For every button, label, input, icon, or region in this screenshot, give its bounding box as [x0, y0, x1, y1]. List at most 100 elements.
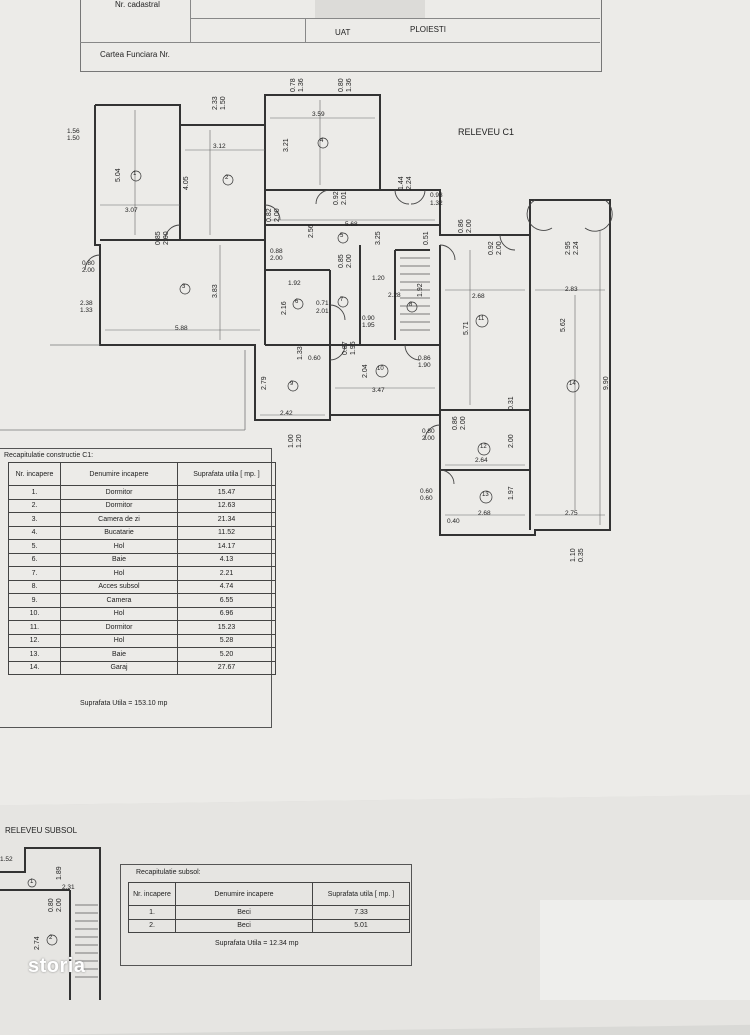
carte-funciara-label: Cartea Funciara Nr. — [100, 50, 170, 59]
dimension-lines — [100, 100, 605, 525]
subsol-dim-6: 2.74 — [34, 936, 41, 950]
recap-subsol-total: Suprafata Utila = 12.34 mp — [215, 940, 299, 947]
dim-r4-width: 3.59 — [312, 111, 325, 118]
dim-r6-width: 1.92 — [288, 280, 301, 287]
dim-d17: 0.80 — [422, 428, 435, 435]
subsol-header-suprafata: Suprafata utila [ mp. ] — [312, 882, 410, 906]
header-line-2 — [80, 42, 600, 43]
plan-c1-title: RELEVEU C1 — [458, 127, 515, 137]
header-frame — [80, 0, 602, 72]
dim-d5b: 2.00 — [270, 255, 283, 262]
recap-subsol-frame — [120, 864, 412, 966]
subsol-dim-2: 2.31 — [62, 884, 75, 891]
dim-d9: 0.93 — [430, 192, 443, 199]
cell-suprafata: 27.67 — [177, 660, 276, 675]
cell-nr: 2. — [128, 918, 176, 933]
dim-d19: 0.60 — [420, 488, 433, 495]
dim-d9b: 1.32 — [430, 200, 443, 207]
dim-d1: 0.80 — [82, 260, 95, 267]
dim-d4: 2.38 — [80, 300, 93, 307]
cell-nr: 1. — [128, 905, 176, 920]
dim-d13b: 1.95 — [362, 322, 375, 329]
dim-r10-width: 3.47 — [372, 387, 385, 394]
room-2-number: 2 — [225, 175, 229, 181]
subsol-stairs — [75, 904, 98, 978]
dim-r7-a: 0.71 — [316, 300, 329, 307]
room-9-number: 9 — [290, 381, 294, 387]
uat-label: UAT — [335, 28, 351, 37]
recap-c1-header-row: Nr. incapere Denumire incapere Suprafata… — [8, 462, 276, 486]
dim-d25: 0.60 — [308, 355, 321, 362]
subsol-room-2: 2 — [49, 935, 53, 941]
header-divider-2 — [190, 0, 191, 42]
storia-watermark: storia — [28, 955, 86, 977]
plan-walls — [94, 94, 611, 536]
floor-plan-subsol — [0, 847, 101, 1000]
dim-r14-width-top: 2.83 — [565, 286, 578, 293]
subsol-header-denumire: Denumire incapere — [175, 882, 313, 906]
recap-subsol-header-row: Nr. incapere Denumire incapere Suprafata… — [128, 882, 410, 906]
dim-d15b: 1.90 — [418, 362, 431, 369]
dim-w1b: 1.50 — [67, 135, 80, 142]
dim-d5: 0.88 — [270, 248, 283, 255]
room-10-number: 10 — [377, 366, 384, 372]
dim-r3-width: 5.88 — [175, 325, 188, 332]
subsol-dim-3: 1.89 — [56, 866, 63, 880]
plan-subsol-title: RELEVEU SUBSOL — [5, 826, 78, 835]
recap-c1-total: Suprafata Utila = 153.10 mp — [80, 700, 168, 707]
dim-r14-width-bottom: 2.75 — [565, 510, 578, 517]
cell-suprafata: 15.47 — [177, 485, 276, 500]
dim-w1: 1.56 — [67, 128, 80, 135]
room-5-number: 5 — [340, 233, 344, 239]
header-denumire: Denumire incapere — [60, 462, 178, 486]
dim-d19b: 0.60 — [420, 495, 433, 502]
cell-suprafata: 12.63 — [177, 498, 276, 513]
room-circles — [130, 137, 580, 504]
recap-c1-table: Nr. incapere Denumire incapere Suprafata… — [8, 462, 276, 675]
dim-r5-width: 5.68 — [345, 221, 358, 228]
dim-d1b: 2.00 — [82, 267, 95, 274]
floor-plan-c1 — [0, 94, 613, 536]
recap-subsol-title: Recapitulatie subsol: — [136, 869, 201, 876]
subsol-room-circles — [27, 878, 58, 946]
redacted-area — [315, 0, 425, 18]
subsol-dim-5: 2.00 — [56, 898, 63, 912]
room-7-number: 7 — [340, 297, 344, 303]
header-nr: Nr. incapere — [8, 462, 61, 486]
dim-r11-width: 2.68 — [472, 293, 485, 300]
dim-r7-b: 2.01 — [316, 308, 329, 315]
subsol-dim-4: 0.80 — [48, 898, 55, 912]
boundary-lines — [0, 344, 246, 431]
redacted-area-bottom — [540, 900, 750, 1000]
room-6-number: 6 — [295, 299, 299, 305]
door-swings — [84, 189, 613, 485]
dim-r8-width: 2.28 — [388, 292, 401, 299]
dim-r1-width: 3.07 — [125, 207, 138, 214]
dim-d4b: 1.33 — [80, 307, 93, 314]
recap-c1-title: Recapitulatie constructie C1: — [4, 452, 94, 459]
header-line — [190, 18, 600, 19]
subsol-room-1: 1 — [30, 879, 34, 885]
cell-suprafata: 5.01 — [312, 918, 410, 933]
recap-subsol-table: Nr. incapere Denumire incapere Suprafata… — [128, 882, 410, 933]
room-13-number: 13 — [482, 492, 489, 498]
room-14-number: 14 — [569, 381, 576, 387]
cell-denumire: Beci — [175, 918, 313, 933]
subsol-header-nr: Nr. incapere — [128, 882, 176, 906]
room-1-number: 1 — [133, 171, 137, 177]
header-divider — [305, 18, 306, 42]
dim-r9-width: 2.42 — [280, 410, 293, 417]
dim-d17b: 2.00 — [422, 435, 435, 442]
room-8-number: 8 — [409, 302, 413, 308]
dim-r13-width: 2.68 — [478, 510, 491, 517]
